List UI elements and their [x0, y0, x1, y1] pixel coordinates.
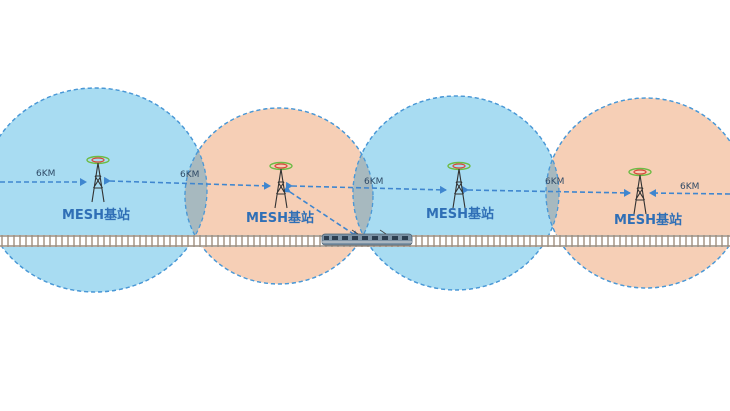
link-station-2-train [282, 185, 359, 238]
station-label-1: MESH基站 [62, 207, 130, 223]
radio-tower-icon [628, 167, 652, 215]
radio-tower-icon [86, 155, 110, 203]
station-label-3: MESH基站 [426, 206, 494, 222]
coverage-zone-station-1 [0, 87, 208, 293]
links [0, 176, 730, 238]
station-label-4: MESH基站 [614, 212, 682, 228]
distance-label: 6KM [680, 182, 699, 192]
station-label-2: MESH基站 [246, 210, 314, 226]
coverage-zone-station-3 [352, 95, 560, 291]
link-3-4 [461, 185, 631, 197]
distance-label: 6KM [545, 177, 564, 187]
coverage-zone-station-2 [184, 107, 374, 285]
radio-tower-icon [447, 161, 471, 209]
distance-label: 6KM [36, 169, 55, 179]
station-labels: MESH基站 MESH基站 MESH基站 MESH基站 [62, 206, 682, 228]
distance-label: 6KM [180, 170, 199, 180]
train-icon [321, 229, 413, 246]
towers [86, 155, 652, 215]
radio-tower-icon [269, 161, 293, 209]
coverage-zones [0, 87, 730, 293]
distance-label: 6KM [364, 177, 383, 187]
link-right-edge [649, 189, 730, 198]
link-1-2 [103, 176, 271, 190]
distance-labels: 6KM 6KM 6KM 6KM 6KM [36, 169, 699, 192]
